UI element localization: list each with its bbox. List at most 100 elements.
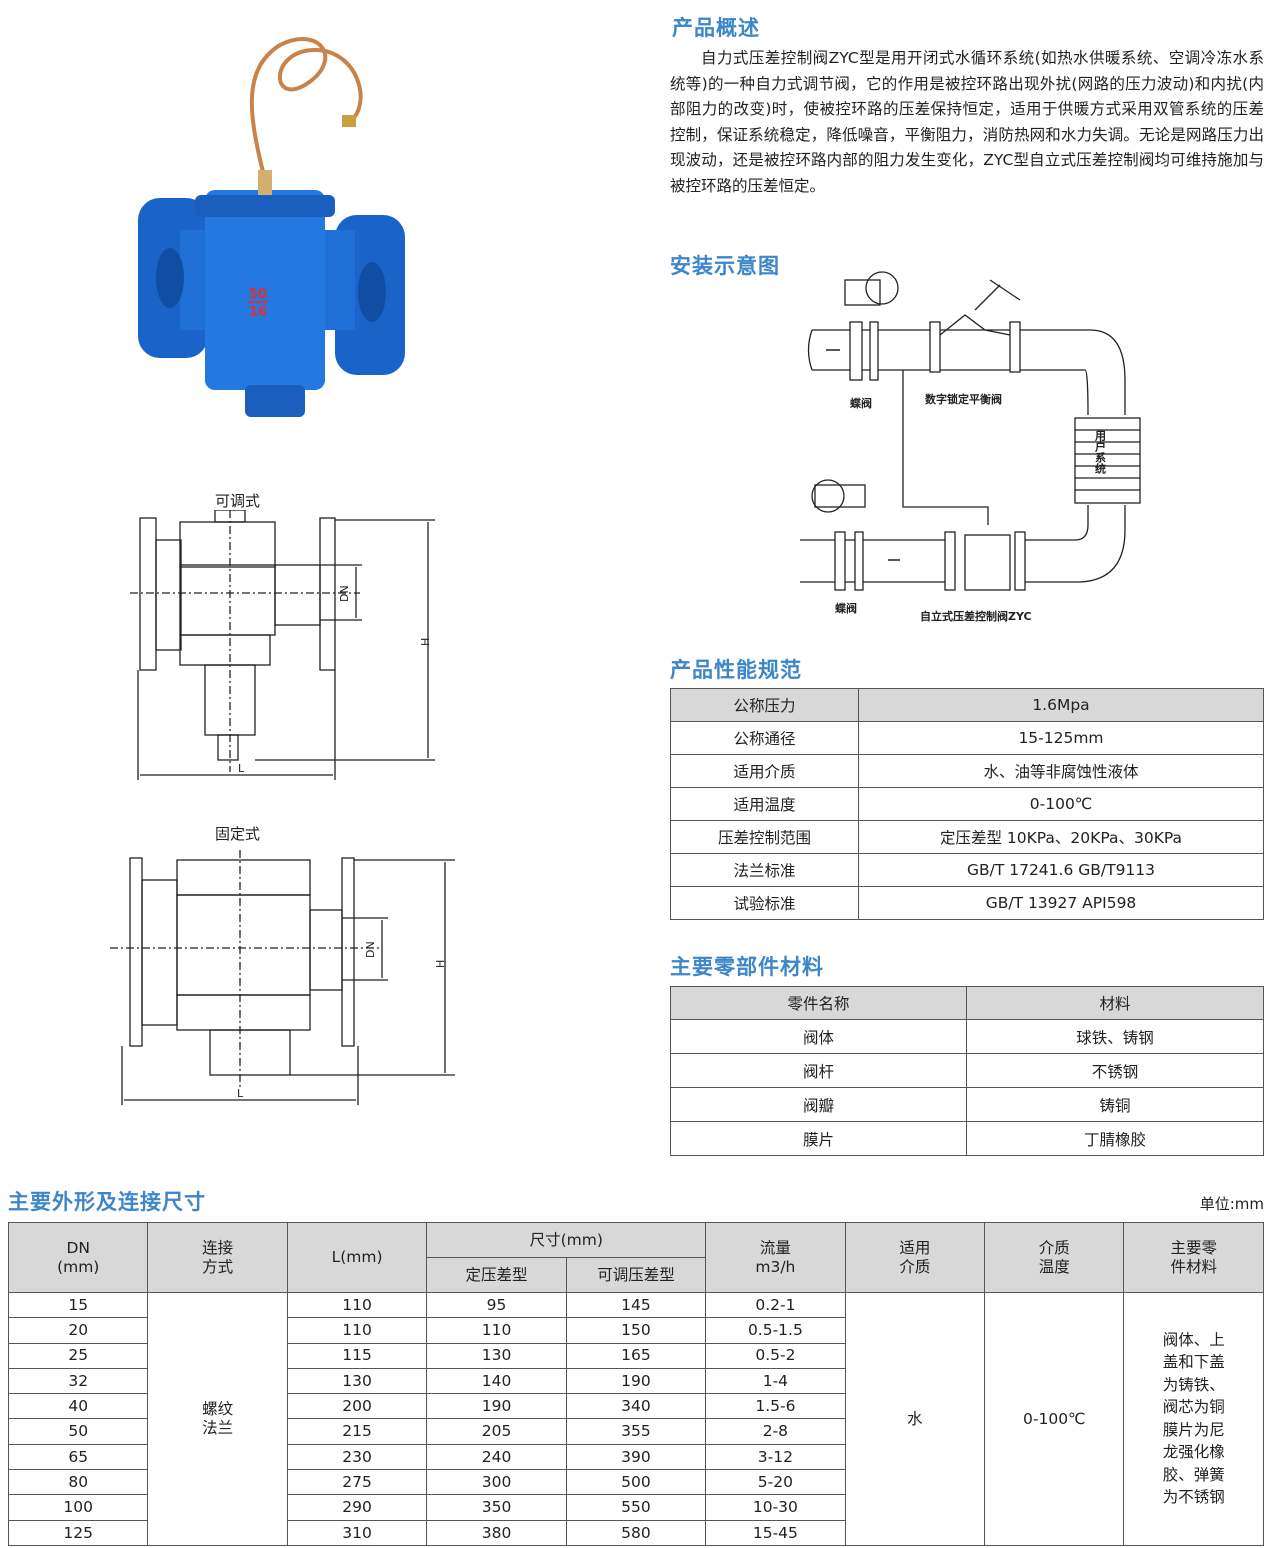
adjustable-drawing: DN H L — [130, 510, 435, 780]
l-cell: 310 — [286, 1519, 428, 1546]
l-cell: 110 — [286, 1317, 428, 1344]
spec-row: 适用介质水、油等非腐蚀性液体 — [670, 754, 1264, 788]
col-adjustable: 可调压差型 — [565, 1257, 707, 1293]
col-medium: 适用 介质 — [844, 1222, 986, 1293]
spec-label: 公称压力 — [670, 688, 859, 722]
adj-cell: 165 — [565, 1342, 707, 1369]
col-size: 尺寸(mm) — [426, 1222, 707, 1258]
spec-value: GB/T 13927 API598 — [858, 886, 1264, 920]
part-material: 球铁、铸钢 — [966, 1019, 1264, 1054]
dn-label: DN — [364, 941, 377, 958]
dn-cell: 65 — [7, 1443, 149, 1471]
overview-text: 自力式压差控制阀ZYC型是用开闭式水循环系统(如热水供暖系统、空调冷冻水系统等)… — [670, 49, 1264, 195]
spec-label: 法兰标准 — [670, 853, 859, 887]
fixed-drawing: DN H L — [110, 850, 455, 1105]
adj-cell: 150 — [565, 1317, 707, 1344]
fixed-cell: 110 — [426, 1317, 567, 1344]
adj-cell: 550 — [565, 1494, 707, 1521]
dims-heading: 主要外形及连接尺寸 — [8, 1190, 206, 1214]
col-temp: 介质 温度 — [984, 1222, 1125, 1293]
temp-cell: 0-100℃ — [984, 1292, 1125, 1546]
fixed-cell: 350 — [426, 1494, 567, 1521]
dn-cell: 80 — [7, 1469, 149, 1496]
fixed-cell: 95 — [426, 1291, 567, 1319]
marking-bottom: 16 — [249, 305, 267, 320]
dn-cell: 100 — [7, 1494, 149, 1521]
dn-cell: 20 — [7, 1317, 149, 1344]
dn-cell: 40 — [7, 1393, 149, 1420]
materials-heading: 主要零部件材料 — [670, 955, 824, 979]
fixed-cell: 240 — [426, 1443, 567, 1471]
adj-cell: 190 — [565, 1367, 707, 1395]
spec-value: 1.6Mpa — [858, 688, 1264, 722]
spec-row: 压差控制范围定压差型 10KPa、20KPa、30KPa — [670, 820, 1264, 854]
label-balance-valve: 数字锁定平衡阀 — [925, 392, 1002, 406]
l-cell: 215 — [286, 1418, 428, 1445]
flow-cell: 15-45 — [705, 1519, 846, 1546]
dn-cell: 125 — [7, 1519, 149, 1546]
label-butterfly-bottom: 蝶阀 — [835, 601, 857, 615]
l-cell: 290 — [286, 1494, 428, 1521]
col-flow: 流量 m3/h — [705, 1222, 846, 1293]
spec-label: 试验标准 — [670, 886, 859, 920]
adj-cell: 500 — [565, 1469, 707, 1496]
l-label: L — [237, 1087, 244, 1100]
l-cell: 275 — [286, 1469, 428, 1496]
col-material: 材料 — [966, 986, 1264, 1020]
spec-label: 适用温度 — [670, 787, 859, 821]
flow-cell: 0.5-2 — [705, 1342, 846, 1369]
spec-value: 定压差型 10KPa、20KPa、30KPa — [858, 820, 1264, 854]
flow-cell: 3-12 — [705, 1443, 846, 1471]
drawing-label-adjustable: 可调式 — [215, 492, 261, 510]
l-cell: 130 — [286, 1367, 428, 1395]
medium-cell: 水 — [844, 1292, 986, 1546]
part-material: 丁腈橡胶 — [966, 1121, 1264, 1156]
col-conn: 连接 方式 — [147, 1222, 288, 1293]
part-material: 铸铜 — [966, 1087, 1264, 1122]
material-row: 阀体球铁、铸钢 — [670, 1019, 1264, 1054]
part-name: 阀体 — [670, 1019, 967, 1054]
l-cell: 115 — [286, 1342, 428, 1369]
adj-cell: 145 — [565, 1291, 707, 1319]
flow-cell: 1.5-6 — [705, 1393, 846, 1420]
material-row: 膜片丁腈橡胶 — [670, 1121, 1264, 1156]
adj-cell: 355 — [565, 1418, 707, 1445]
spec-value: GB/T 17241.6 GB/T9113 — [858, 853, 1264, 887]
col-dn: DN (mm) — [7, 1222, 149, 1293]
l-label: L — [238, 762, 245, 775]
flow-cell: 1-4 — [705, 1367, 846, 1395]
adj-cell: 340 — [565, 1393, 707, 1420]
col-fixed: 定压差型 — [426, 1257, 567, 1293]
spec-label: 公称通径 — [670, 721, 859, 755]
material-row: 阀杆不锈钢 — [670, 1053, 1264, 1088]
dn-cell: 50 — [7, 1418, 149, 1445]
part-material: 不锈钢 — [966, 1053, 1264, 1088]
overview-heading: 产品概述 — [672, 16, 760, 40]
label-zyc: 自立式压差控制阀ZYC — [920, 609, 1032, 623]
l-cell: 230 — [286, 1443, 428, 1471]
install-diagram: 蝶阀 数字锁定平衡阀 用户系统 蝶阀 自立式压差控制阀ZYC — [800, 271, 1141, 623]
flow-cell: 0.2-1 — [705, 1291, 846, 1319]
adj-cell: 390 — [565, 1443, 707, 1471]
l-cell: 200 — [286, 1393, 428, 1420]
part-name: 膜片 — [670, 1121, 967, 1156]
fixed-cell: 300 — [426, 1469, 567, 1496]
h-label: H — [434, 960, 447, 968]
fixed-cell: 140 — [426, 1367, 567, 1395]
flow-cell: 5-20 — [705, 1469, 846, 1496]
flow-cell: 10-30 — [705, 1494, 846, 1521]
fixed-cell: 190 — [426, 1393, 567, 1420]
spec-value: 15-125mm — [858, 721, 1264, 755]
col-part: 零件名称 — [670, 986, 967, 1020]
valve-photo: 50 16 — [138, 37, 405, 417]
install-heading: 安装示意图 — [670, 254, 780, 278]
